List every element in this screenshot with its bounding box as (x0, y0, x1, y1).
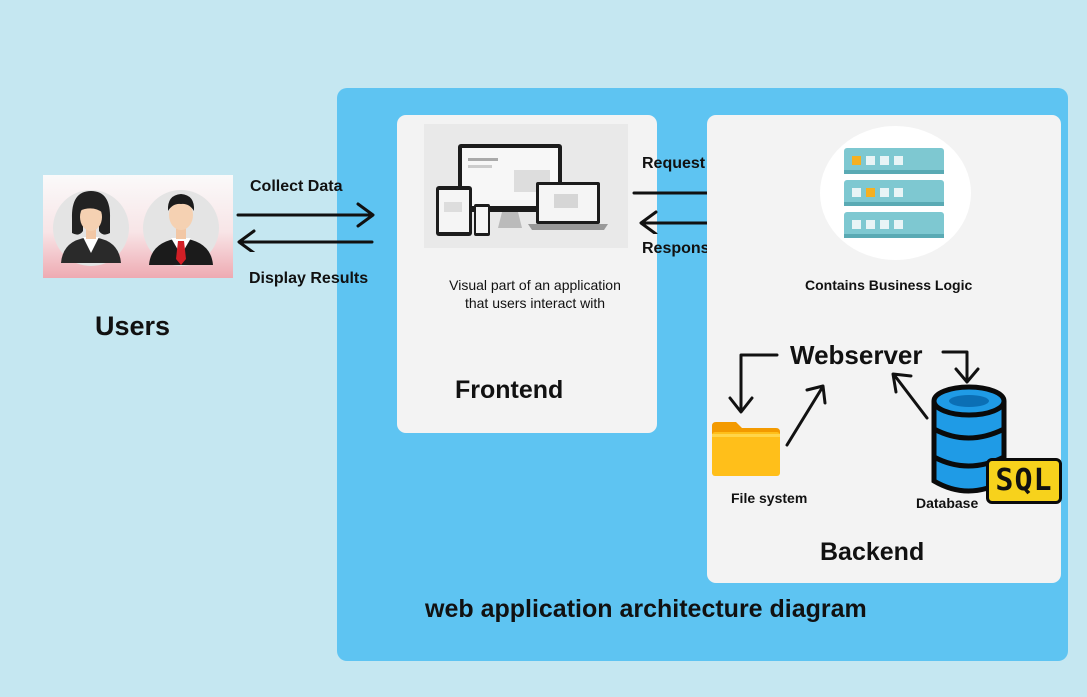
webserver-label: Webserver (790, 340, 923, 370)
users-label: Users (95, 311, 171, 341)
database-label: Database (916, 495, 979, 511)
database-to-webserver-arrow (891, 372, 929, 420)
filesystem-to-webserver-arrow (785, 384, 827, 447)
webserver-to-database-arrow (941, 350, 980, 384)
diagram-title: web application architecture diagram (425, 595, 867, 623)
collect-arrow (236, 202, 375, 228)
folder-icon (710, 420, 782, 478)
female-user-icon (53, 190, 129, 266)
users-illustration (43, 175, 233, 278)
business-logic-label: Contains Business Logic (805, 277, 973, 293)
webserver-to-filesystem-arrow (728, 353, 779, 414)
frontend-description: Visual part of an application that users… (449, 277, 621, 311)
responsive-devices-icon (424, 124, 628, 248)
user-frontend-arrows (236, 202, 375, 252)
display-arrow (237, 229, 374, 252)
display-results-label: Display Results (249, 270, 369, 287)
male-user-icon (143, 190, 219, 266)
file-system-label: File system (731, 490, 808, 506)
collect-data-label: Collect Data (250, 178, 343, 195)
webserver-arrows (728, 350, 980, 447)
frontend-title: Frontend (455, 376, 564, 404)
server-rack-icon (820, 126, 971, 260)
sql-badge: SQL (986, 458, 1062, 504)
sql-badge-text: SQL (995, 463, 1053, 498)
backend-title: Backend (820, 538, 925, 566)
response-label: Response (642, 240, 719, 257)
request-label: Request (642, 155, 706, 172)
